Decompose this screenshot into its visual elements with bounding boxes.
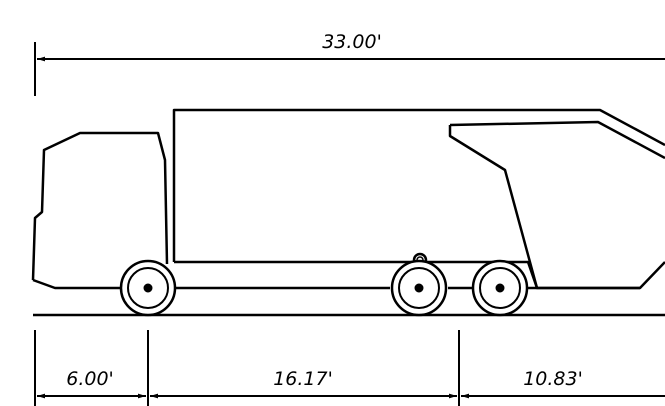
rear-wheel-2 (471, 259, 529, 317)
wheelbase-label: 16.17' (273, 368, 333, 390)
rear-wheel-1 (390, 259, 448, 317)
overall-length-dimension (34, 42, 665, 96)
truck-chassis (32, 278, 120, 290)
rear-loader-top (449, 120, 665, 160)
front-wheel (119, 259, 177, 317)
truck (31, 108, 665, 290)
truck-cab (31, 131, 169, 281)
rear-overhang-label: 10.83' (523, 368, 583, 390)
rear-loader (448, 125, 665, 290)
wheels (119, 259, 529, 317)
front-overhang-label: 6.00' (66, 368, 114, 390)
cargo-body (172, 108, 665, 262)
bottom-dimensions (34, 330, 665, 406)
overall-length-label: 33.00' (322, 31, 382, 53)
